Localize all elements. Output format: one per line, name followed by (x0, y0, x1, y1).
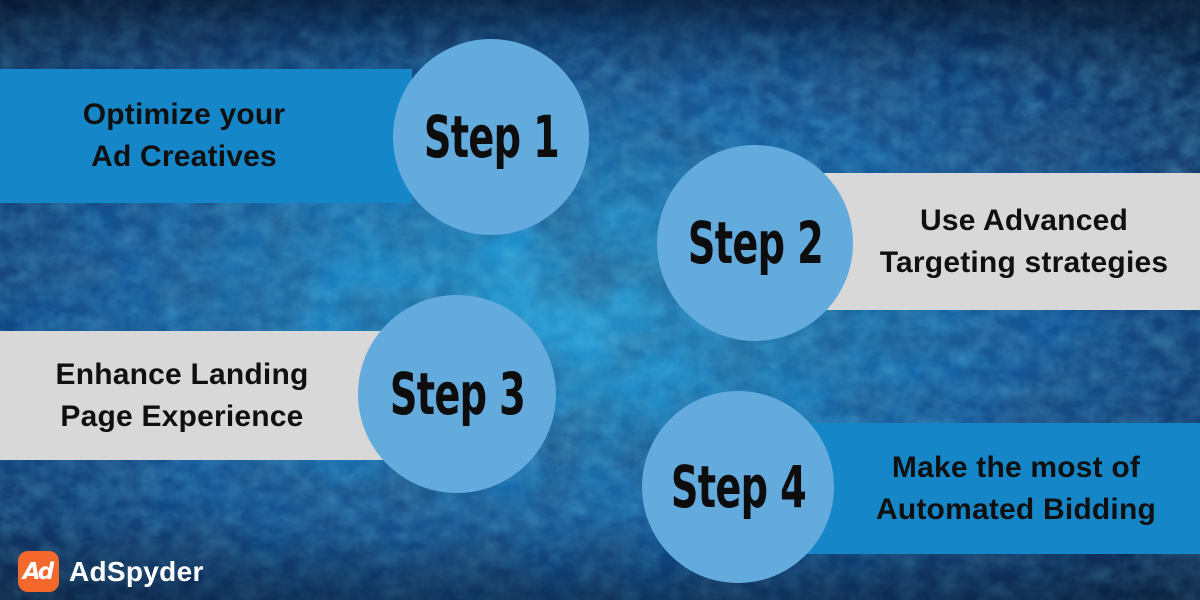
step-1-title: Optimize your Ad Creatives (0, 94, 412, 178)
step-3-title-line-1: Enhance Landing (55, 357, 309, 391)
step-3-label: Step 3 (389, 360, 525, 428)
step-4-title-line-1: Make the most of (891, 450, 1141, 484)
step-3-title-line-2: Page Experience (60, 399, 304, 433)
adspyder-wordmark: AdSpyder (69, 555, 204, 587)
adspyder-logo-icon: Ad (18, 551, 59, 592)
step-1-title-line-1: Optimize your (82, 98, 286, 131)
step-4-banner: Make the most of Automated Bidding (790, 423, 1200, 554)
step-4-title: Make the most of Automated Bidding (790, 447, 1200, 531)
adspyder-logo: Ad AdSpyder (18, 551, 204, 592)
step-4-label: Step 4 (670, 453, 806, 521)
step-3-circle: Step 3 (358, 295, 556, 493)
step-2-circle: Step 2 (657, 145, 853, 341)
step-4-title-line-2: Automated Bidding (875, 492, 1157, 526)
step-1-banner: Optimize your Ad Creatives (0, 69, 412, 203)
step-1-label: Step 1 (423, 103, 559, 171)
step-1-circle: Step 1 (393, 39, 589, 235)
step-4-circle: Step 4 (642, 391, 834, 583)
step-2-title-line-2: Targeting strategies (879, 245, 1169, 279)
step-2-label: Step 2 (687, 209, 823, 277)
step-3-banner: Enhance Landing Page Experience (0, 331, 390, 460)
step-2-title: Use Advanced Targeting strategies (790, 200, 1200, 284)
step-2-banner: Use Advanced Targeting strategies (790, 173, 1200, 310)
step-1-title-line-2: Ad Creatives (91, 140, 277, 173)
step-3-title: Enhance Landing Page Experience (0, 354, 390, 438)
step-2-title-line-1: Use Advanced (919, 203, 1129, 237)
